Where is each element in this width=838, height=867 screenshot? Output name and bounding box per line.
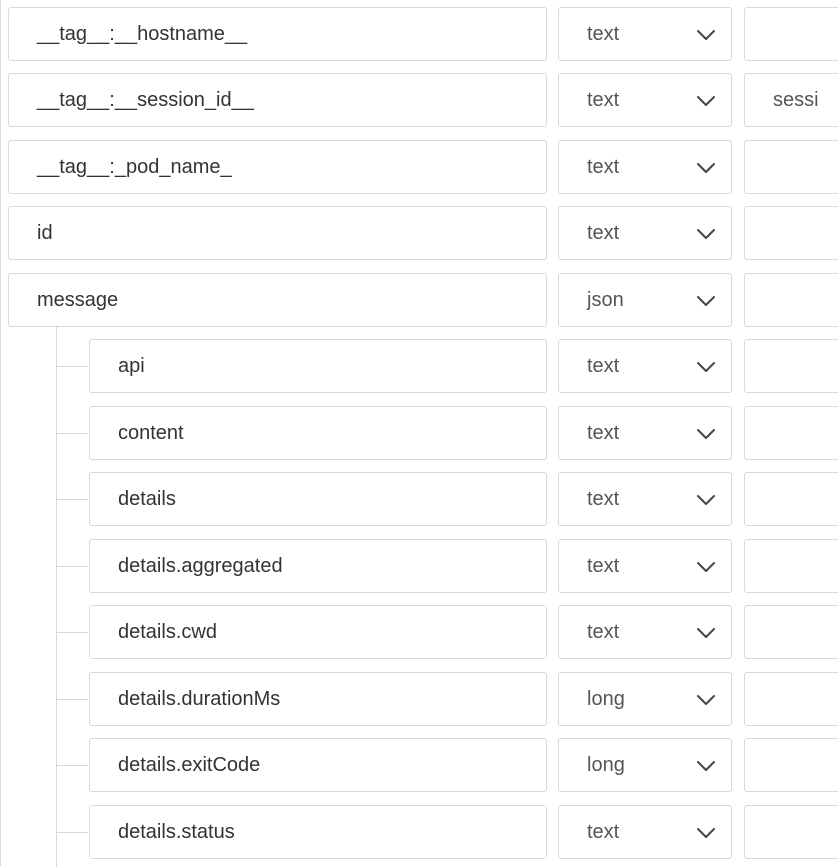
field-name-input[interactable]: details.cwd: [89, 605, 547, 659]
field-row: content text: [0, 406, 838, 462]
tree-branch-line: [56, 832, 88, 833]
field-extra-input[interactable]: [744, 273, 838, 327]
field-extra-input[interactable]: [744, 472, 838, 526]
chevron-down-icon[interactable]: [695, 822, 717, 844]
field-extra-input[interactable]: sessi: [744, 73, 838, 127]
field-row: id text: [0, 206, 838, 262]
field-type-value: text: [587, 22, 620, 45]
field-extra-input[interactable]: [744, 339, 838, 393]
field-type-select[interactable]: text: [558, 7, 732, 61]
tree-branch-line: [56, 699, 88, 700]
field-type-value: text: [587, 88, 620, 111]
field-row: details.exitCode long: [0, 738, 838, 794]
field-extra-input[interactable]: [744, 605, 838, 659]
field-row: __tag__:__hostname__ text: [0, 7, 838, 63]
field-row: __tag__:__session_id__ text sessi: [0, 73, 838, 129]
field-row: __tag__:_pod_name_ text: [0, 140, 838, 196]
field-name-input[interactable]: message: [8, 273, 547, 327]
tree-branch-line: [56, 366, 88, 367]
chevron-down-icon[interactable]: [695, 223, 717, 245]
field-name-input[interactable]: __tag__:_pod_name_: [8, 140, 547, 194]
tree-connector-line: [56, 327, 57, 867]
chevron-down-icon[interactable]: [695, 622, 717, 644]
field-type-select[interactable]: text: [558, 472, 732, 526]
field-extra-input[interactable]: [744, 206, 838, 260]
field-type-select[interactable]: text: [558, 605, 732, 659]
field-name-input[interactable]: __tag__:__session_id__: [8, 73, 547, 127]
field-extra-input[interactable]: [744, 406, 838, 460]
field-type-value: text: [587, 620, 620, 643]
field-type-select[interactable]: text: [558, 206, 732, 260]
field-row: details.durationMs long: [0, 672, 838, 728]
field-row: details text: [0, 472, 838, 528]
field-type-value: text: [587, 421, 620, 444]
field-type-select[interactable]: text: [558, 339, 732, 393]
field-row: details.aggregated text: [0, 539, 838, 595]
field-type-select[interactable]: text: [558, 406, 732, 460]
field-name-input[interactable]: details: [89, 472, 547, 526]
field-name-input[interactable]: __tag__:__hostname__: [8, 7, 547, 61]
chevron-down-icon[interactable]: [695, 90, 717, 112]
tree-branch-line: [56, 765, 88, 766]
chevron-down-icon[interactable]: [695, 290, 717, 312]
field-row: details.cwd text: [0, 605, 838, 661]
field-type-select[interactable]: long: [558, 672, 732, 726]
field-name-input[interactable]: id: [8, 206, 547, 260]
field-type-select[interactable]: text: [558, 805, 732, 859]
field-type-value: text: [587, 487, 620, 510]
field-type-select[interactable]: json: [558, 273, 732, 327]
field-name-input[interactable]: api: [89, 339, 547, 393]
field-type-value: text: [587, 155, 620, 178]
field-type-value: text: [587, 554, 620, 577]
chevron-down-icon[interactable]: [695, 356, 717, 378]
field-extra-input[interactable]: [744, 140, 838, 194]
chevron-down-icon[interactable]: [695, 556, 717, 578]
field-type-value: text: [587, 354, 620, 377]
field-row: details.status text: [0, 805, 838, 861]
field-name-input[interactable]: details.durationMs: [89, 672, 547, 726]
field-type-value: text: [587, 820, 620, 843]
field-name-input[interactable]: content: [89, 406, 547, 460]
field-extra-input[interactable]: [744, 7, 838, 61]
field-extra-input[interactable]: [744, 672, 838, 726]
field-name-input[interactable]: details.exitCode: [89, 738, 547, 792]
field-type-select[interactable]: long: [558, 738, 732, 792]
field-extra-input[interactable]: [744, 539, 838, 593]
chevron-down-icon[interactable]: [695, 489, 717, 511]
field-type-value: text: [587, 221, 620, 244]
chevron-down-icon[interactable]: [695, 157, 717, 179]
field-type-value: long: [587, 753, 625, 776]
field-type-select[interactable]: text: [558, 140, 732, 194]
chevron-down-icon[interactable]: [695, 24, 717, 46]
field-extra-input[interactable]: [744, 738, 838, 792]
field-type-value: long: [587, 687, 625, 710]
chevron-down-icon[interactable]: [695, 689, 717, 711]
field-row: api text: [0, 339, 838, 395]
tree-branch-line: [56, 433, 88, 434]
field-type-select[interactable]: text: [558, 73, 732, 127]
tree-branch-line: [56, 632, 88, 633]
outer-border-line: [0, 0, 1, 866]
tree-branch-line: [56, 566, 88, 567]
chevron-down-icon[interactable]: [695, 755, 717, 777]
field-name-input[interactable]: details.aggregated: [89, 539, 547, 593]
tree-branch-line: [56, 499, 88, 500]
field-extra-input[interactable]: [744, 805, 838, 859]
field-type-select[interactable]: text: [558, 539, 732, 593]
field-name-input[interactable]: details.status: [89, 805, 547, 859]
field-type-value: json: [587, 288, 624, 311]
chevron-down-icon[interactable]: [695, 423, 717, 445]
field-row: message json: [0, 273, 838, 329]
